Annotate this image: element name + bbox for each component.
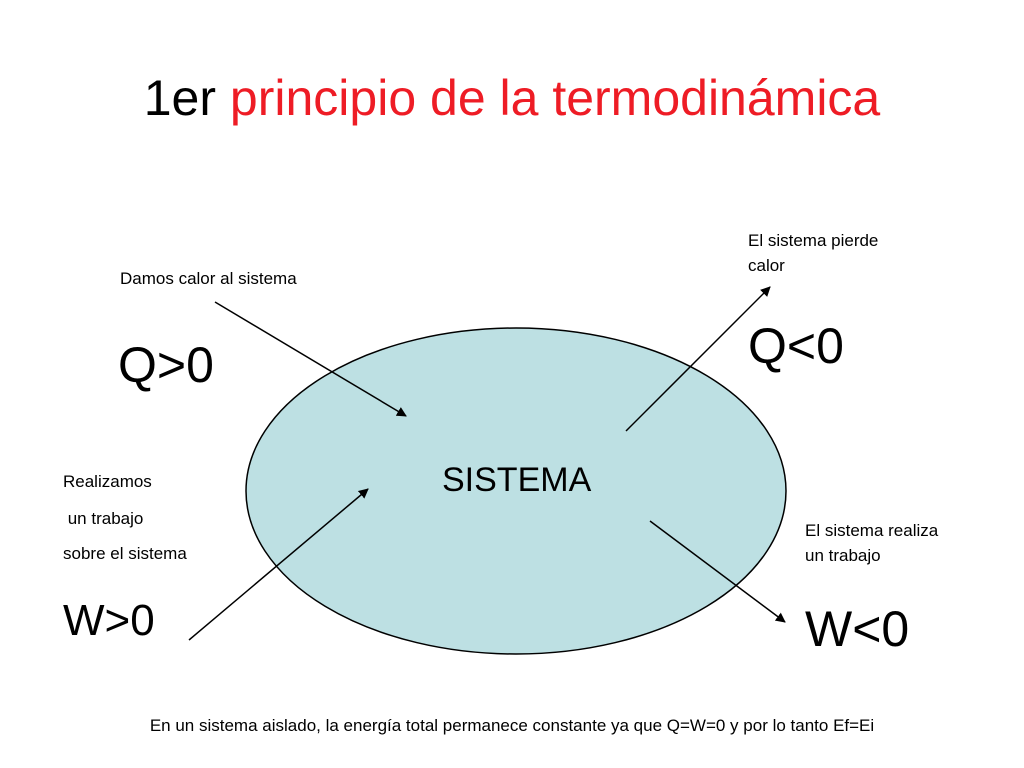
work-on-arrow [188,488,369,641]
heat-out-symbol: Q<0 [748,318,844,374]
slide-title: 1er principio de la termodinámica [0,66,1024,130]
title-prefix: 1er [143,70,217,126]
work-on-caption-line3: sobre el sistema [63,544,187,563]
work-by-arrow [649,520,786,623]
work-on-symbol: W>0 [63,596,155,645]
heat-out-caption-line1: El sistema pierde [748,231,879,250]
heat-in-caption: Damos calor al sistema [120,269,297,288]
work-by-caption-line2: un trabajo [805,546,881,565]
system-label: SISTEMA [442,461,592,499]
system-ellipse [245,327,787,655]
footer-note: En un sistema aislado, la energía total … [149,716,875,735]
heat-in-arrow [214,301,407,417]
title-main: principio de la termodinámica [229,70,881,126]
heat-out-caption-line2: calor [748,256,785,275]
work-on-caption-line2: un trabajo [63,509,144,528]
work-by-symbol: W<0 [805,601,910,657]
work-by-caption-line1: El sistema realiza [805,521,939,540]
heat-in-symbol: Q>0 [118,337,214,393]
heat-out-arrow [625,286,771,432]
work-on-caption-line1: Realizamos [63,472,152,491]
